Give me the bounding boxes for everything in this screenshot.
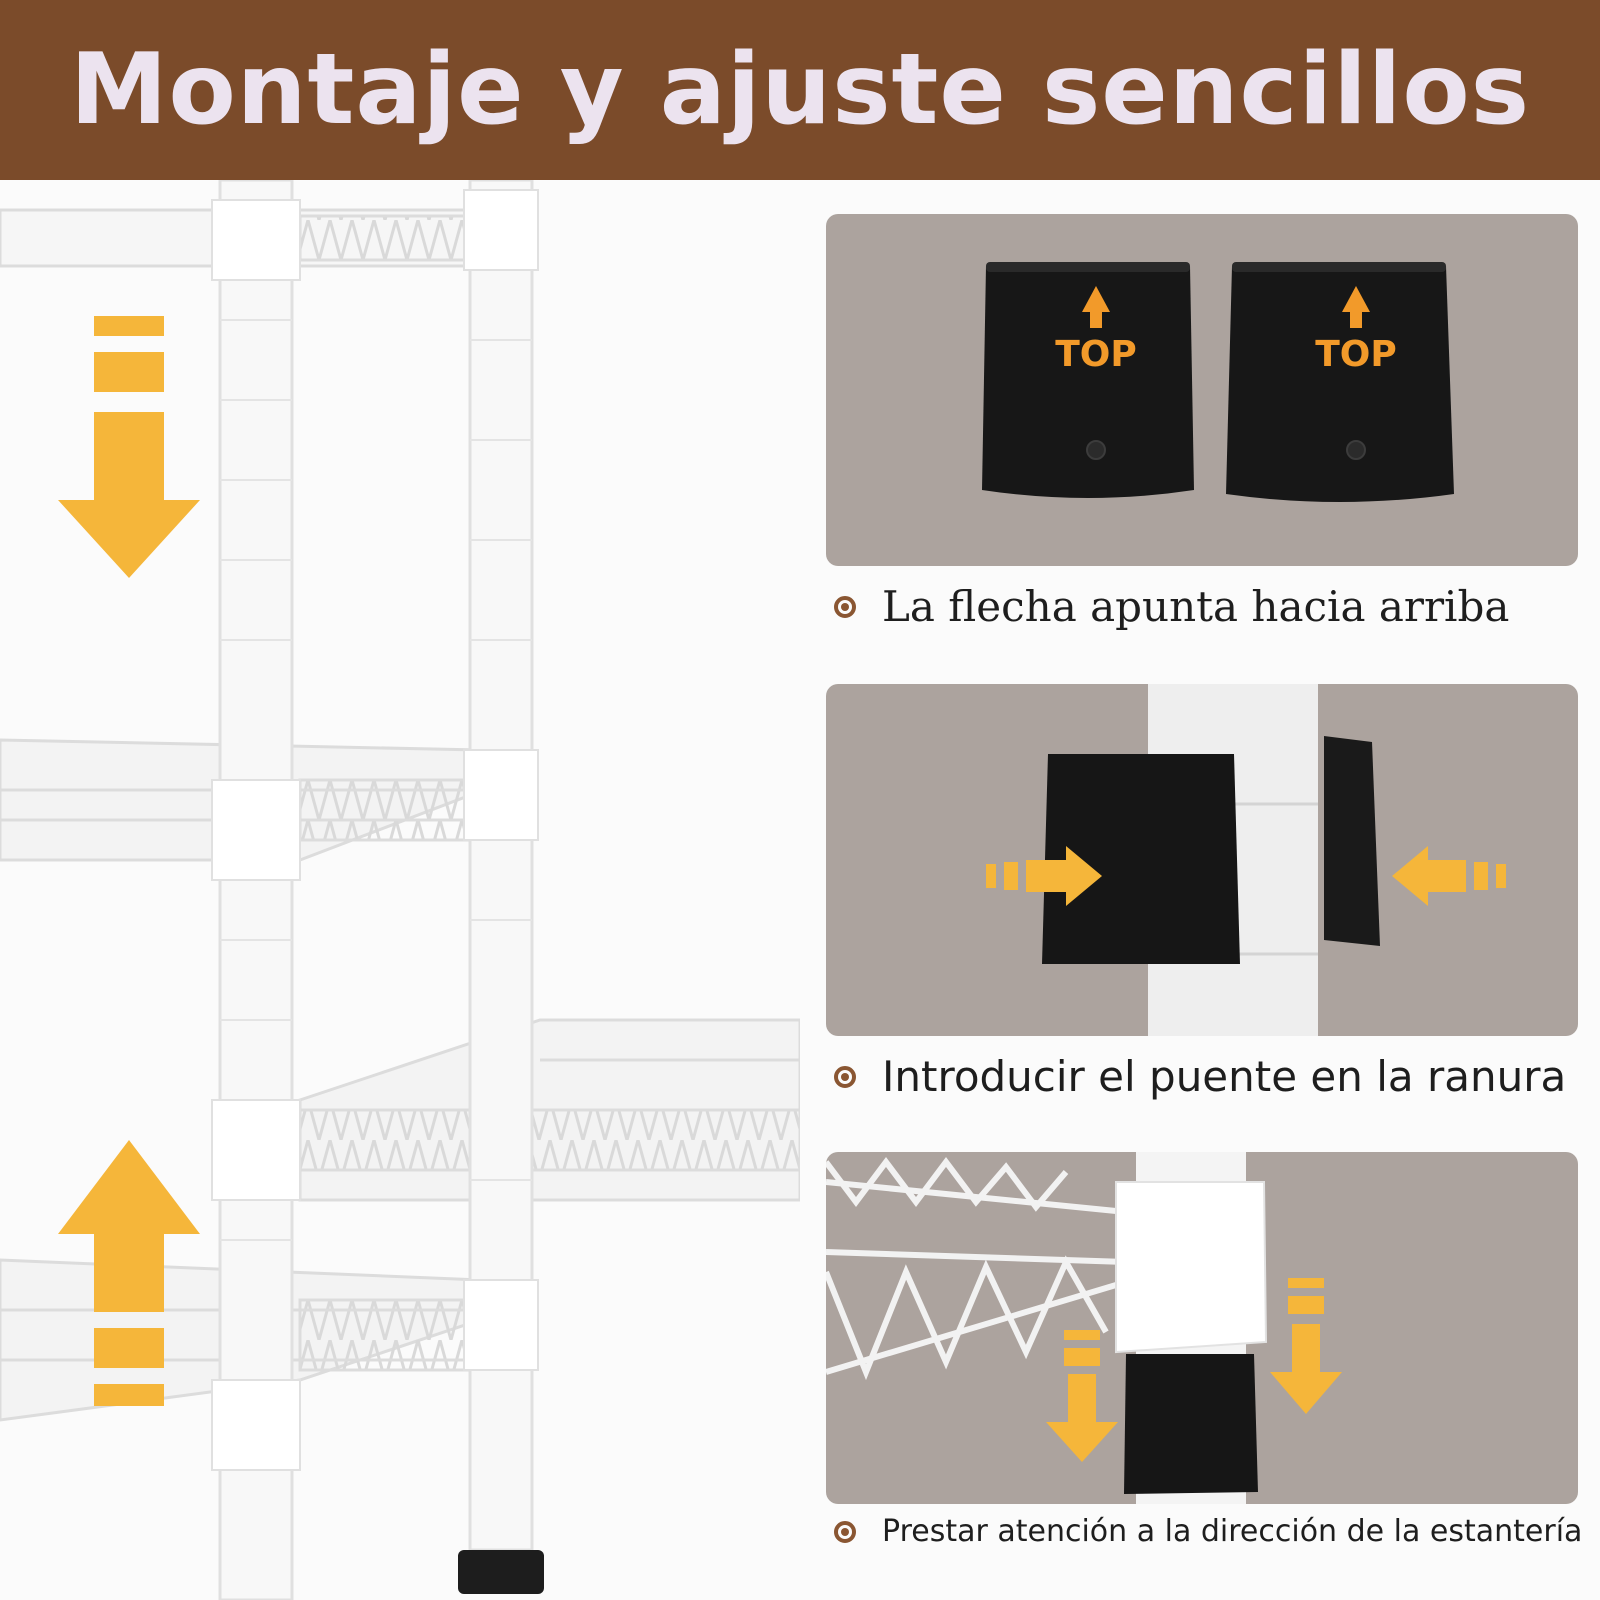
bullet-icon bbox=[834, 1520, 856, 1543]
sleeve-left: TOP bbox=[982, 262, 1194, 498]
sleeve-half-right bbox=[1324, 736, 1380, 946]
caption-step-2: Introducir el puente en la ranura bbox=[834, 1052, 1566, 1101]
bullet-icon bbox=[834, 1065, 856, 1088]
arrow-down-icon bbox=[1270, 1278, 1342, 1414]
shelf-illustration bbox=[0, 180, 800, 1600]
caption-text: Prestar atención a la dirección de la es… bbox=[882, 1514, 1583, 1549]
pole-right bbox=[458, 180, 544, 1594]
top-label: TOP bbox=[1055, 334, 1137, 375]
sleeve-half-left bbox=[1042, 754, 1240, 964]
up-arrow-icon bbox=[1342, 286, 1370, 328]
top-label: TOP bbox=[1315, 334, 1397, 375]
sleeve-right: TOP bbox=[1226, 262, 1454, 502]
shelf-extended bbox=[298, 1018, 800, 1202]
title-banner: Montaje y ajuste sencillos bbox=[0, 0, 1600, 180]
caption-step-1: La flecha apunta hacia arriba bbox=[834, 582, 1509, 631]
arrow-down-icon bbox=[1046, 1330, 1118, 1462]
up-arrow-icon bbox=[1082, 286, 1110, 328]
wire-shelf bbox=[826, 1157, 1127, 1381]
arrow-down-icon bbox=[58, 316, 200, 578]
banner-title: Montaje y ajuste sencillos bbox=[69, 33, 1531, 147]
panel-insert-bridge bbox=[826, 684, 1578, 1036]
panel-sleeves-top: TOP TOP bbox=[826, 214, 1578, 566]
arrow-left-icon bbox=[1392, 846, 1506, 906]
sleeve-black bbox=[1124, 1354, 1258, 1494]
caption-text: La flecha apunta hacia arriba bbox=[882, 582, 1510, 631]
arrow-right-icon bbox=[986, 846, 1102, 906]
bullet-icon bbox=[834, 595, 856, 618]
pole-left bbox=[211, 180, 301, 1600]
arrow-up-icon bbox=[58, 1140, 200, 1406]
caption-step-3: Prestar atención a la dirección de la es… bbox=[834, 1514, 1582, 1549]
panel-shelf-direction bbox=[826, 1152, 1578, 1504]
caption-text: Introducir el puente en la ranura bbox=[882, 1052, 1567, 1101]
